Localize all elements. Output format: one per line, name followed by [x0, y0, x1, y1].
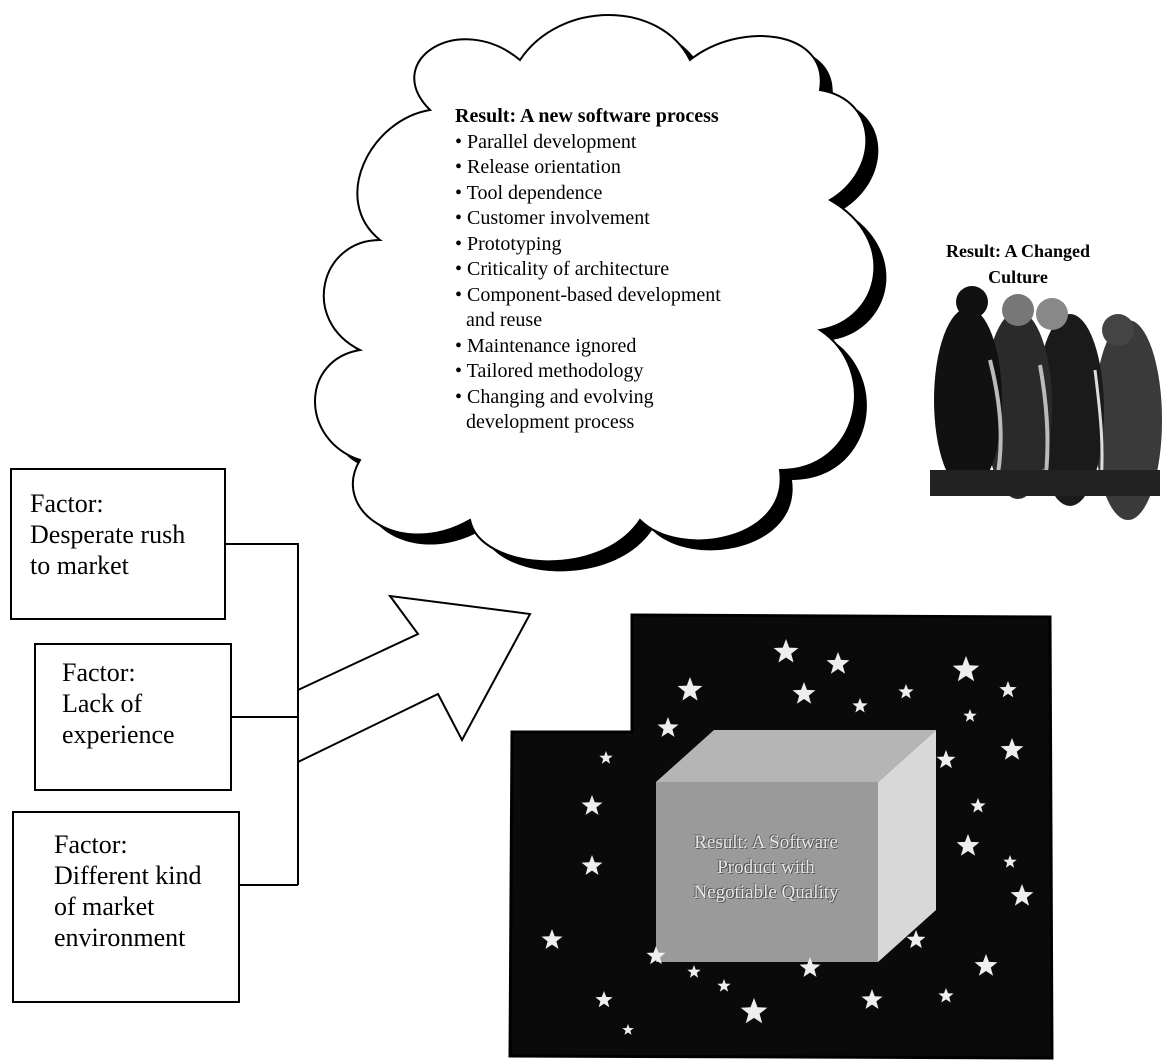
star-icon [687, 965, 701, 978]
factor-line: Factor: [30, 489, 104, 518]
star-icon [717, 979, 731, 992]
factor-box-market-environment: Factor: Different kind of market environ… [12, 811, 240, 1003]
star-icon [541, 929, 563, 949]
factor-line: of market [54, 892, 155, 921]
box-side [878, 730, 936, 962]
star-icon [657, 717, 679, 737]
star-icon [963, 709, 977, 722]
product-result-label: Result: A Software Product with Negotiab… [652, 830, 880, 905]
culture-label-line: Result: A Changed [945, 241, 1091, 261]
star-box-icon [508, 613, 1054, 1060]
star-icon [898, 684, 914, 699]
star-icon [595, 991, 613, 1008]
factor-line: Different kind [54, 861, 202, 890]
star-icon [1003, 855, 1017, 868]
star-icon [799, 957, 821, 977]
process-item: • Component-based development [455, 283, 721, 306]
star-icon [646, 946, 666, 965]
product-label-line: Negotiable Quality [693, 882, 839, 903]
people-group-icon [930, 286, 1162, 520]
factor-line: to market [30, 551, 129, 580]
process-item: and reuse [466, 309, 543, 331]
process-item: development process [466, 411, 635, 433]
star-icon [622, 1024, 634, 1035]
factor-line: Factor: [62, 658, 136, 687]
box-top [656, 730, 936, 782]
stars-group [541, 639, 1034, 1035]
process-item: • Customer involvement [455, 207, 650, 229]
process-item: • Criticality of architecture [455, 258, 670, 280]
star-icon [581, 855, 603, 875]
star-icon [852, 698, 868, 713]
star-icon [1010, 884, 1034, 906]
process-item: • Tailored methodology [455, 360, 644, 382]
factor-line: experience [62, 720, 175, 749]
product-label-line: Product with [717, 857, 815, 878]
process-cloud-text: Result: A new software process • Paralle… [455, 104, 815, 436]
star-icon [677, 677, 703, 701]
process-item: • Prototyping [455, 232, 562, 255]
star-icon [861, 989, 883, 1009]
star-icon [599, 751, 613, 764]
factor-line: Lack of [62, 689, 143, 718]
star-icon [956, 834, 980, 856]
factor-line: environment [54, 923, 186, 952]
product-label-line: Result: A Software [694, 832, 838, 853]
culture-result-label: Result: A Changed Culture [938, 238, 1098, 290]
factor-line: Desperate rush [30, 520, 186, 549]
factor-connectors [226, 543, 299, 886]
star-icon [970, 798, 986, 813]
factor-box-rush-to-market: Factor: Desperate rush to market [10, 468, 226, 620]
cloud-shape-icon [314, 14, 887, 572]
factor-box-lack-of-experience: Factor: Lack of experience [34, 643, 232, 791]
process-cloud-title: Result: A new software process [455, 105, 719, 127]
process-item: • Changing and evolving [455, 385, 654, 408]
star-icon [938, 988, 954, 1003]
star-icon [974, 954, 998, 976]
connector-factor-1 [226, 543, 299, 885]
star-icon [773, 639, 799, 663]
star-icon [952, 656, 980, 682]
cloud-body [314, 14, 876, 563]
star-icon [826, 652, 850, 674]
star-icon [581, 795, 603, 815]
star-icon [936, 750, 956, 769]
process-item: • Parallel development [455, 130, 637, 153]
star-icon [906, 930, 926, 949]
process-item: • Release orientation [455, 156, 621, 178]
factor-line: Factor: [54, 830, 128, 859]
big-arrow-icon [297, 594, 532, 764]
process-item: • Maintenance ignored [455, 334, 637, 357]
star-icon [740, 998, 768, 1024]
star-icon [999, 681, 1017, 698]
star-icon [1000, 738, 1024, 760]
box-face [656, 782, 878, 962]
process-item: • Tool dependence [455, 181, 603, 204]
culture-label-line: Culture [988, 267, 1048, 287]
star-icon [792, 682, 816, 704]
